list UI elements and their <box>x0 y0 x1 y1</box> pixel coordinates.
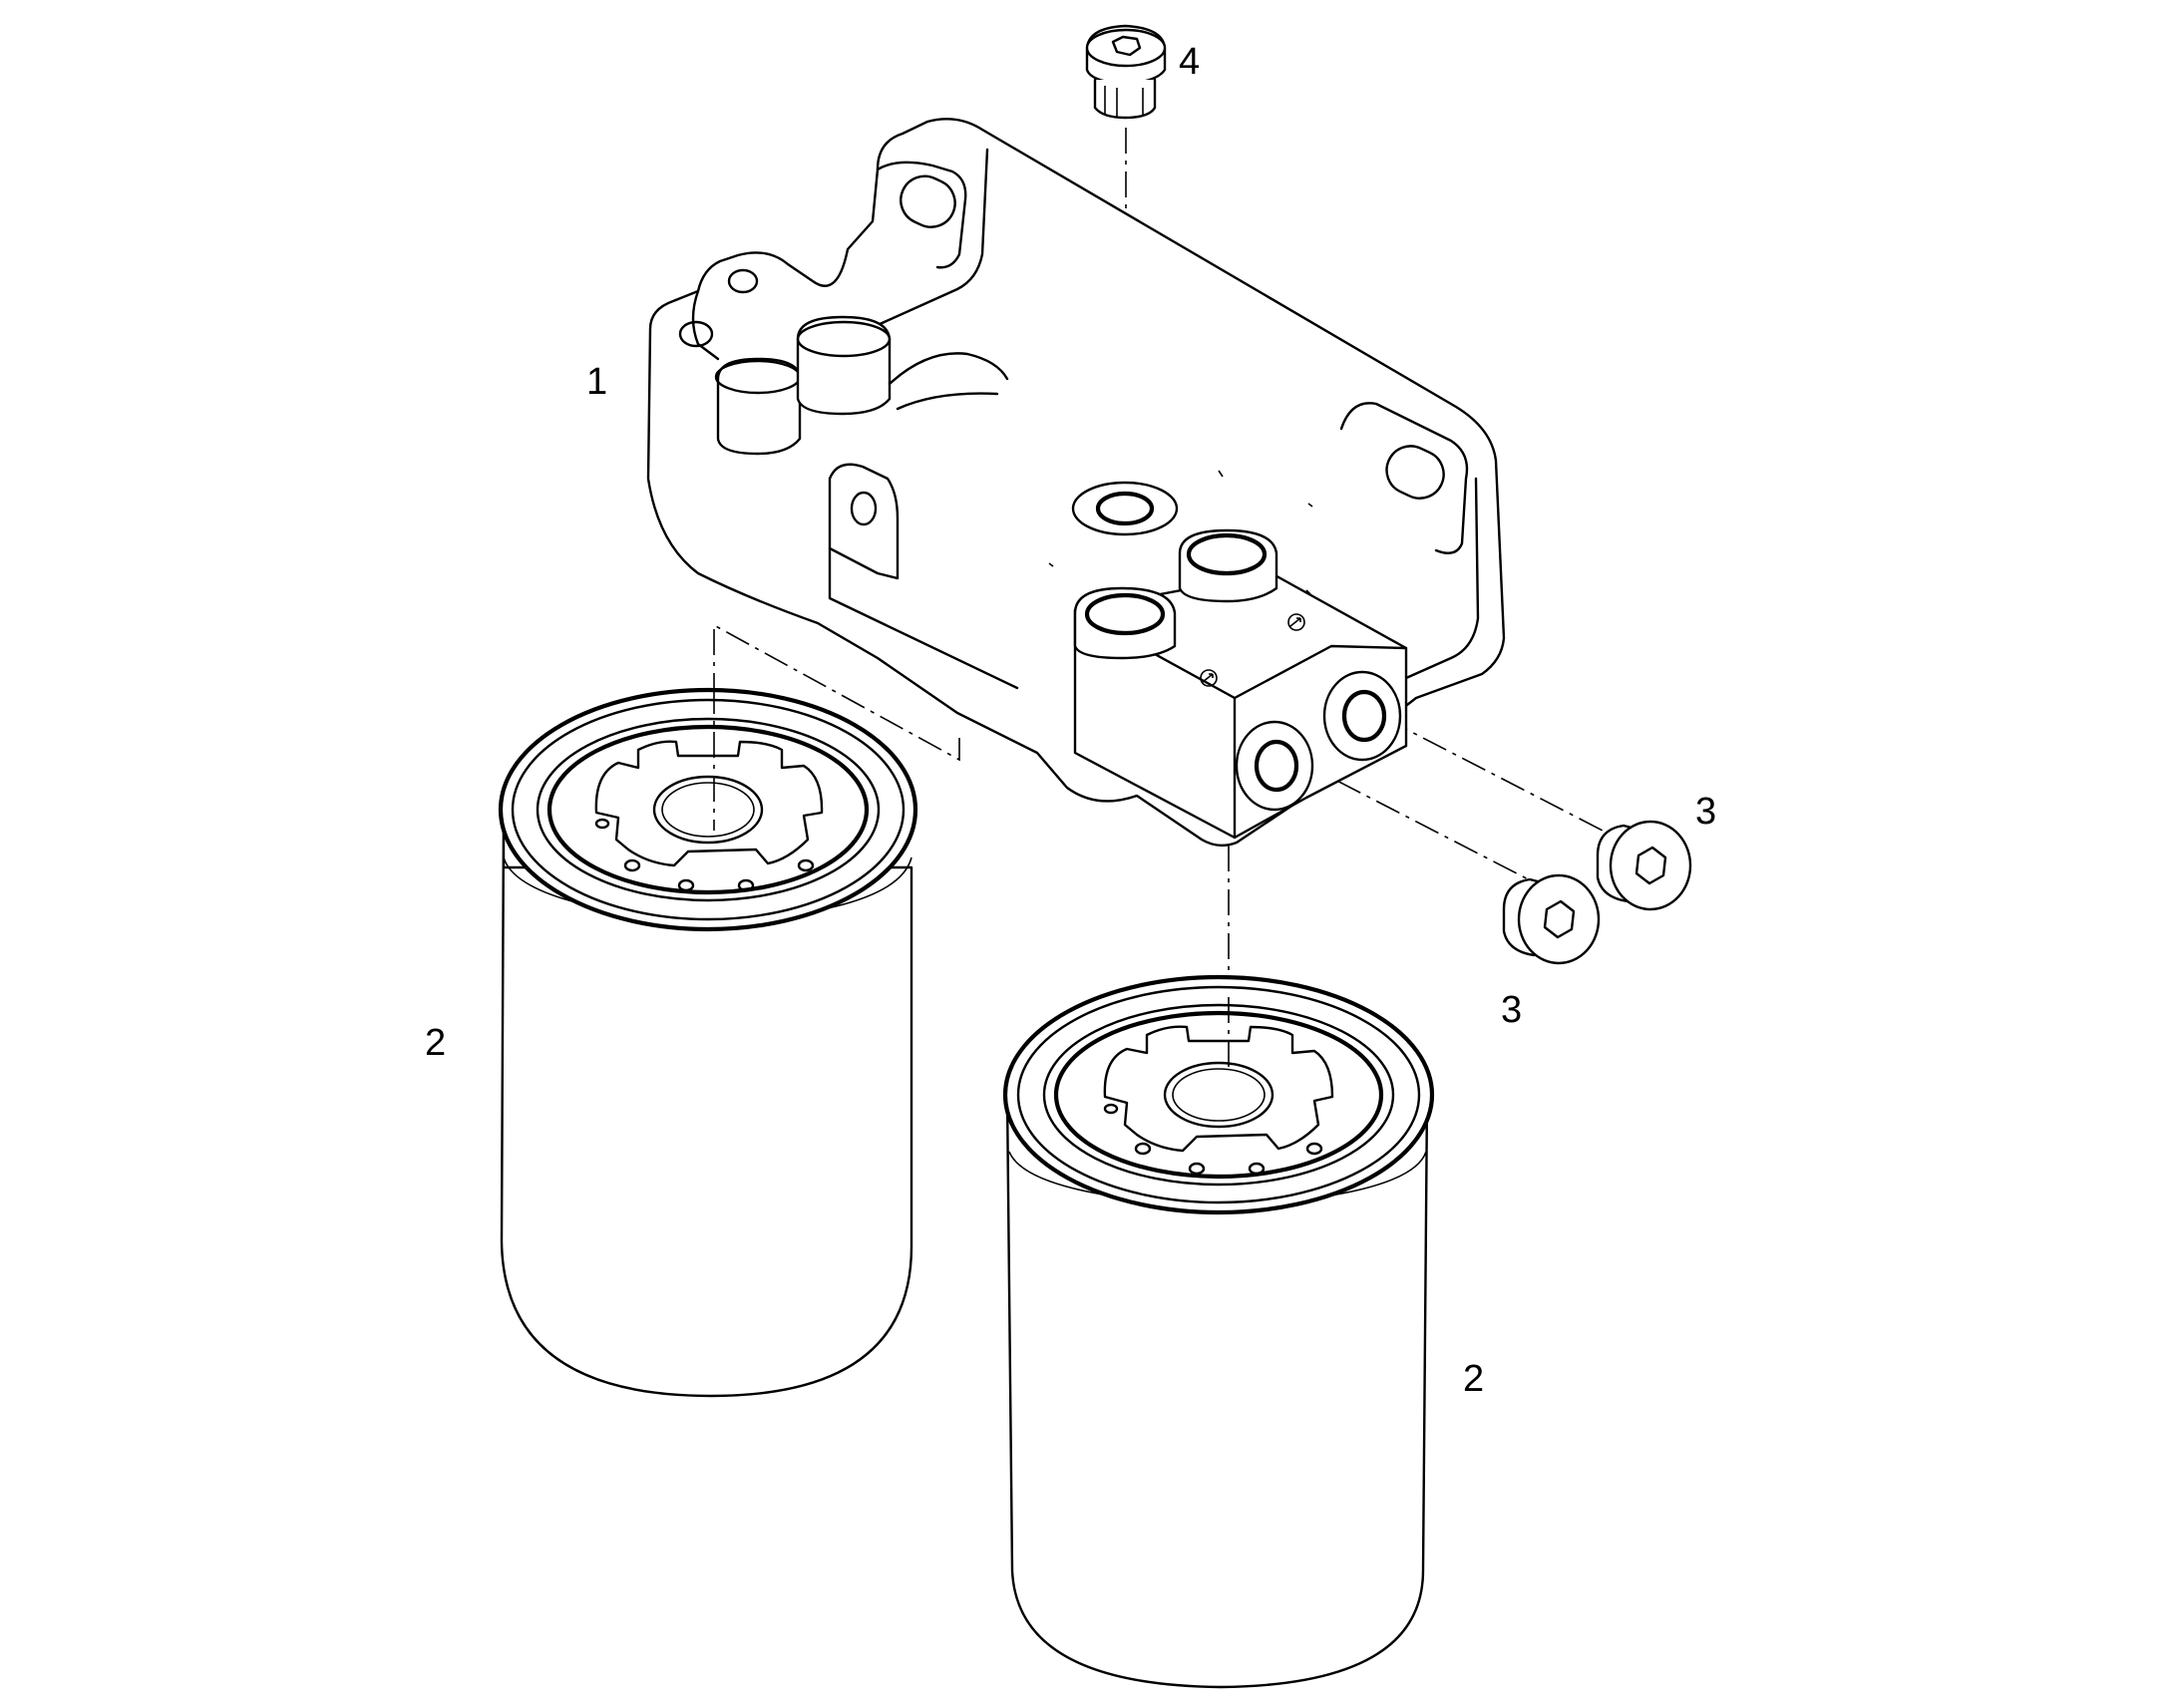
filter-cartridge-right <box>1002 974 1435 1689</box>
assembly-centerlines-front <box>713 688 1230 1072</box>
callout-4: 4 <box>1179 41 1200 83</box>
callout-3-lower: 3 <box>1501 989 1522 1031</box>
callout-3-upper: 3 <box>1695 791 1716 833</box>
plug-3-lower <box>1502 873 1601 965</box>
callout-labels: 1 2 2 3 3 4 <box>425 41 1716 1400</box>
plug-3-upper <box>1596 820 1692 911</box>
plug-4 <box>1085 24 1167 120</box>
callout-2-left: 2 <box>425 1022 446 1064</box>
callout-1: 1 <box>586 361 607 403</box>
callout-2-right: 2 <box>1463 1358 1484 1400</box>
filter-cartridge-left <box>498 687 918 1398</box>
filter-head-bracket <box>646 118 1506 848</box>
